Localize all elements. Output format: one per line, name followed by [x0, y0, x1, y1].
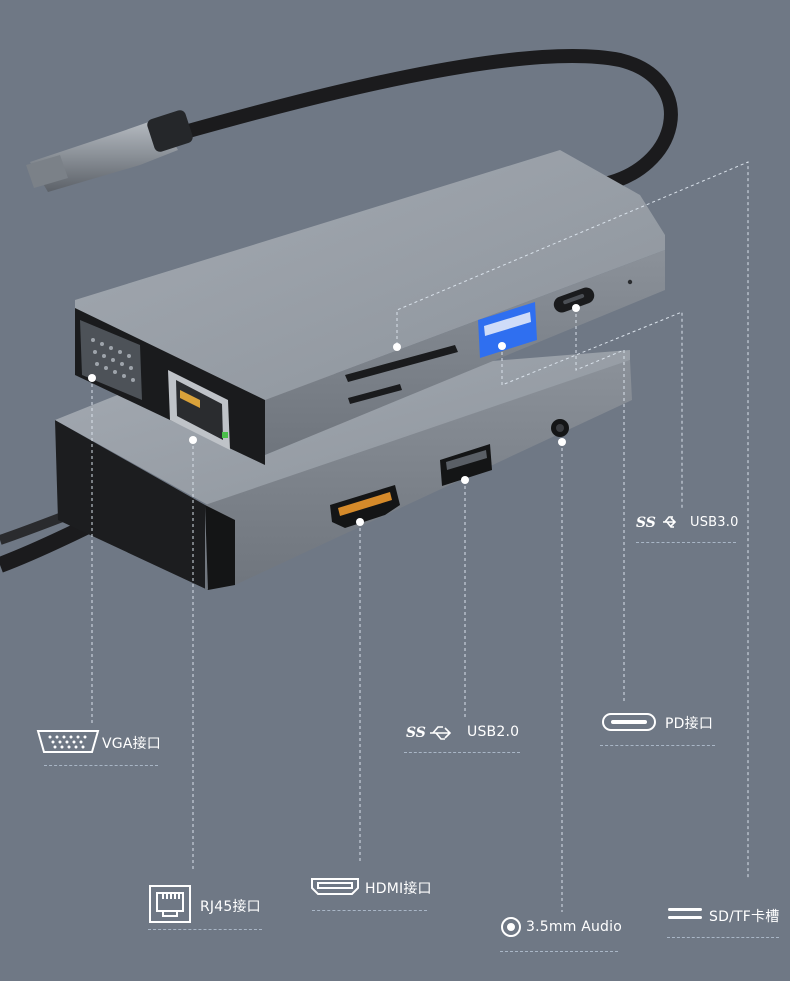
ethernet-port-icon [149, 885, 191, 923]
label-usb20: USB2.0 [467, 724, 520, 740]
upper-hub [75, 150, 665, 465]
underline-hdmi [312, 910, 427, 911]
underline-sdtf [667, 937, 779, 938]
label-rj45: RJ45接口 [200, 899, 261, 915]
label-audio: 3.5mm Audio [526, 919, 622, 935]
tf-slot [348, 384, 402, 404]
usb-superspeed-icon [430, 726, 452, 740]
usb30-ss-text: SS [636, 515, 656, 531]
underline-usb20 [404, 752, 520, 753]
label-pd: PD接口 [665, 716, 714, 732]
guide-pd [575, 308, 625, 702]
usb20-ss-text: SS [406, 725, 426, 741]
guide-usb30 [501, 311, 683, 510]
hdmi-port-icon [311, 878, 359, 895]
label-sdtf: SD/TF卡槽 [709, 909, 780, 925]
usb-c-icon [602, 713, 656, 731]
underline-rj45 [148, 929, 262, 930]
label-usb30: USB3.0 [690, 515, 739, 530]
sd-card-slot-icon [668, 908, 702, 919]
sd-slot [345, 345, 458, 382]
vga-port-icon [36, 730, 100, 753]
label-vga: VGA接口 [102, 736, 162, 752]
underline-pd [600, 745, 715, 746]
usb-c-plug [26, 110, 193, 192]
label-hdmi: HDMI接口 [365, 881, 432, 897]
underline-vga [44, 765, 158, 766]
usb-c-cable [178, 49, 678, 192]
audio-jack-icon [501, 917, 521, 937]
underline-audio [500, 951, 618, 952]
usb-superspeed-icon [663, 516, 677, 528]
underline-usb30 [636, 542, 736, 543]
